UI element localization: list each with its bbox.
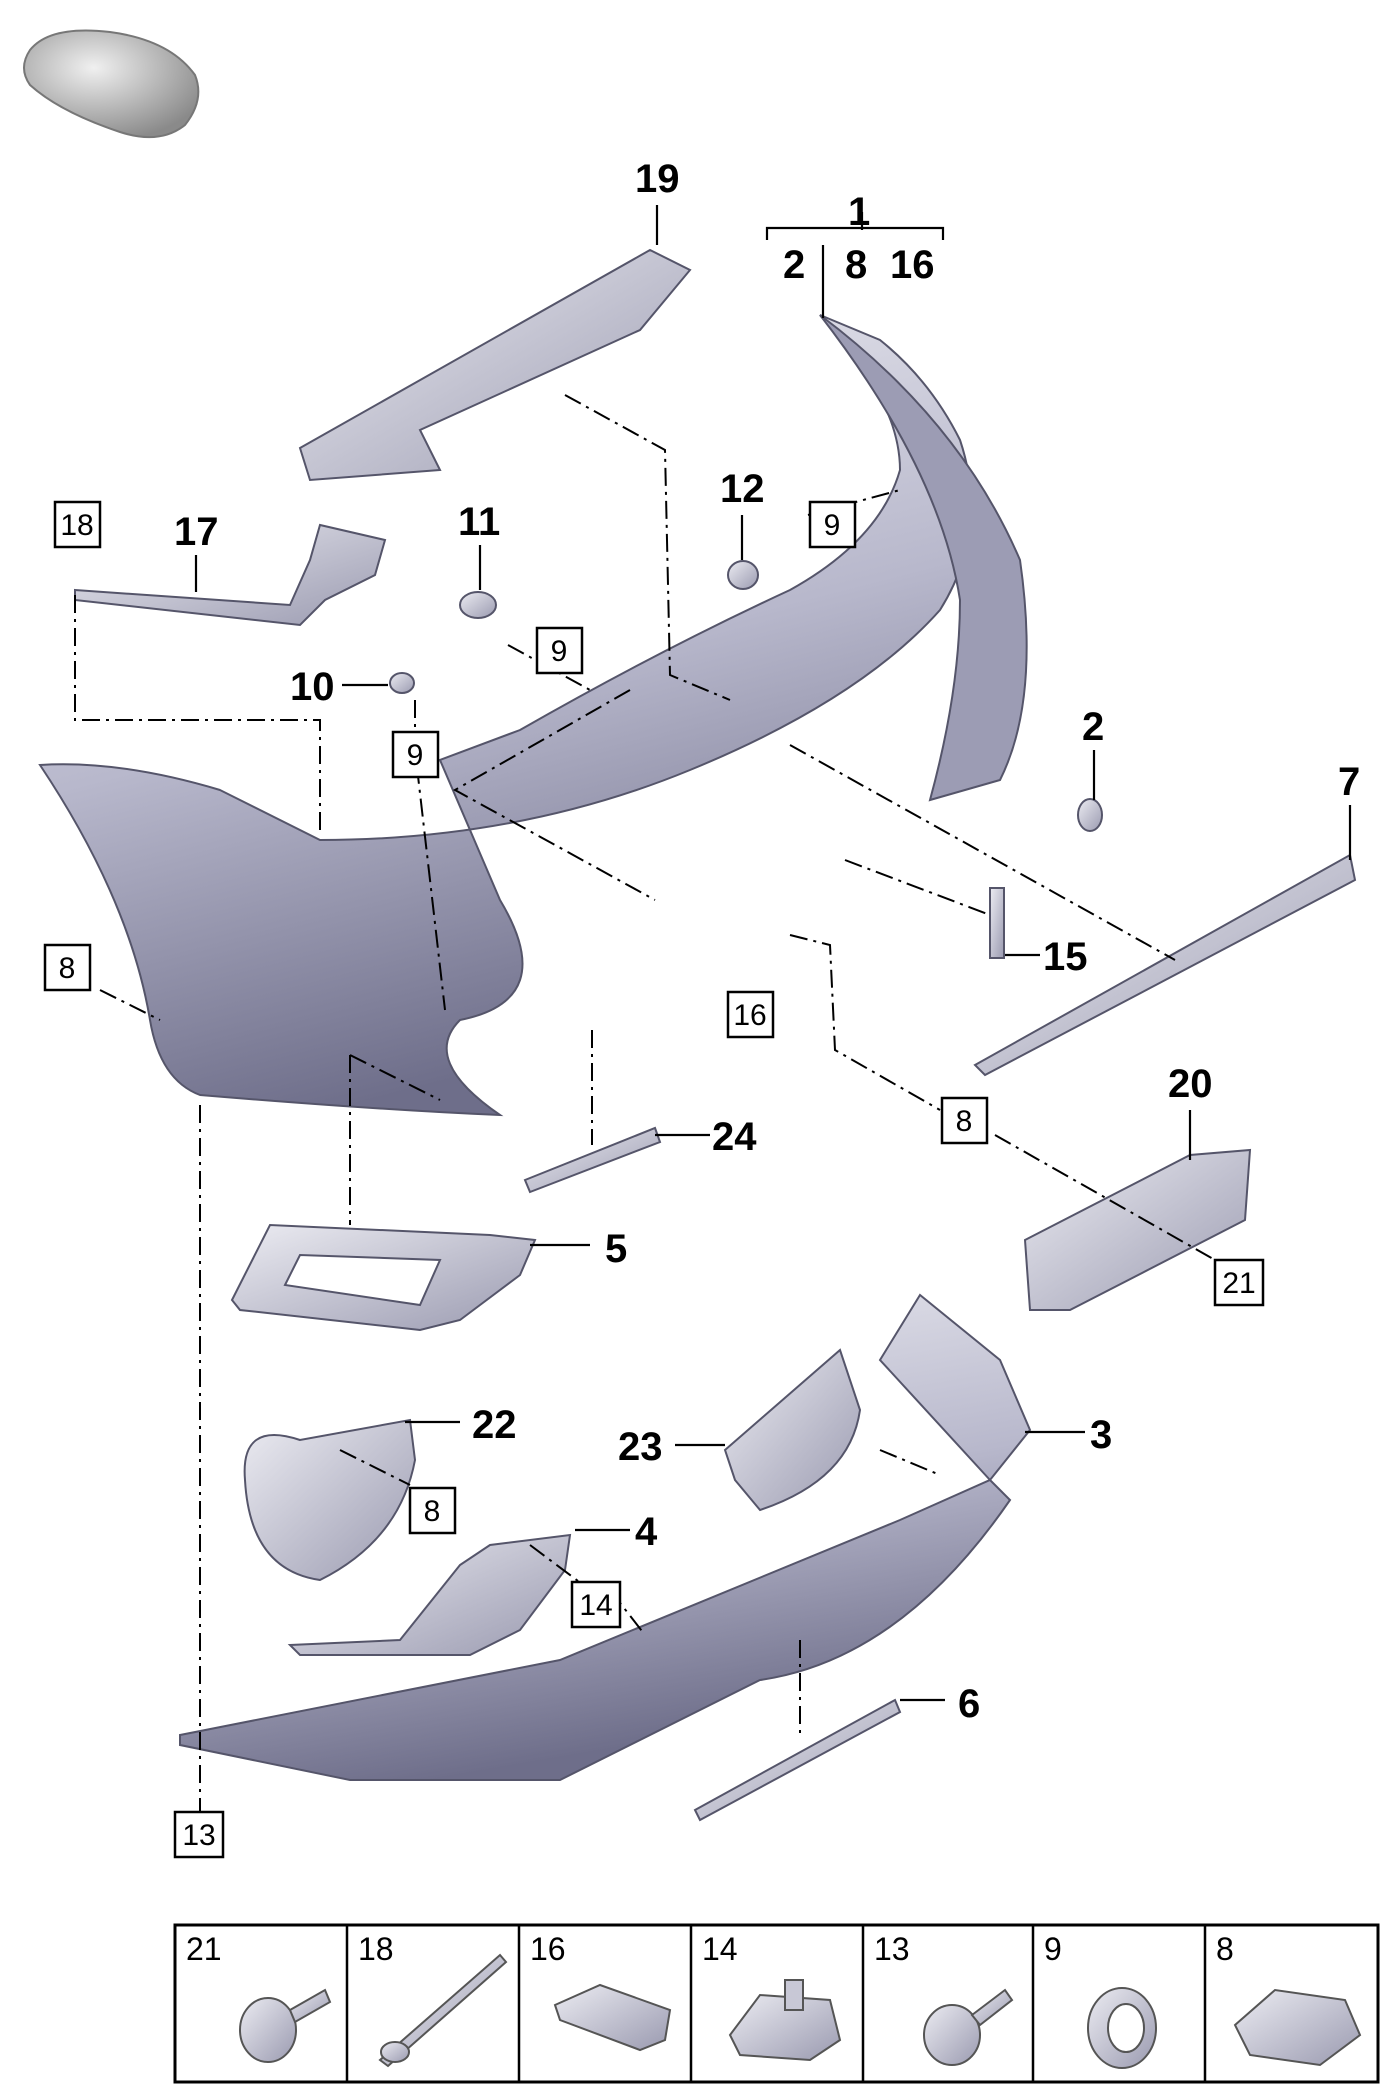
legend-label: 21: [186, 1931, 222, 1967]
legend-label: 18: [358, 1931, 394, 1967]
car-thumbnail-icon: [23, 29, 200, 139]
boxed-ref-8: 8: [408, 1486, 457, 1535]
screw-icon: [923, 1988, 1014, 2066]
part-17-shape: [74, 523, 387, 627]
spring-nut-icon: [728, 1979, 842, 2062]
callout-17: 17: [174, 510, 219, 554]
bracket-clip-icon: [553, 1983, 672, 2052]
svg-text:9: 9: [551, 635, 568, 668]
leader-lines: [194, 205, 1352, 1702]
rivet-icon: [378, 1953, 508, 2068]
svg-text:8: 8: [956, 1105, 973, 1138]
part-19-shape: [298, 248, 692, 482]
part-6-shape: [693, 1698, 902, 1822]
callout-11: 11: [458, 500, 500, 544]
callout-19: 19: [635, 157, 680, 201]
ring-holder-icon: [1087, 1987, 1157, 2069]
svg-text:14: 14: [579, 1589, 612, 1622]
legend-cell-14: 14: [702, 1931, 842, 2062]
callout-20: 20: [1168, 1062, 1213, 1106]
part-4-shape: [287, 1533, 572, 1656]
svg-text:8: 8: [424, 1495, 441, 1528]
legend-cell-18: 18: [358, 1931, 508, 2068]
callout-24: 24: [712, 1115, 757, 1159]
boxed-ref-18: 18: [53, 500, 102, 549]
svg-text:16: 16: [733, 999, 766, 1032]
part-7-shape: [973, 853, 1357, 1077]
legend-cell-9: 9: [1044, 1931, 1157, 2069]
callout-1: 1: [848, 190, 870, 234]
svg-text:9: 9: [824, 509, 841, 542]
callout-15: 15: [1043, 935, 1088, 979]
boxed-ref-8: 8: [43, 943, 92, 992]
part-24-shape: [523, 1126, 662, 1194]
svg-text:21: 21: [1222, 1267, 1255, 1300]
callout-12: 12: [720, 467, 765, 511]
callout-23: 23: [618, 1425, 663, 1469]
part-22-shape: [243, 1418, 417, 1582]
legend-cell-16: 16: [530, 1931, 672, 2052]
legend-label: 16: [530, 1931, 566, 1967]
callout-2: 2: [1082, 705, 1104, 749]
callout-3: 3: [1090, 1413, 1112, 1457]
part-1-shape: [38, 314, 973, 1117]
fastener-legend: 21 18 16 14 13: [173, 1923, 1380, 2084]
callout-2-group: 2: [783, 243, 805, 287]
callout-7: 7: [1338, 760, 1360, 804]
svg-text:18: 18: [60, 509, 93, 542]
legend-label: 9: [1044, 1931, 1062, 1967]
callout-8-group: 8: [845, 243, 867, 287]
svg-text:9: 9: [407, 739, 424, 772]
legend-cell-21: 21: [186, 1931, 332, 2063]
legend-label: 14: [702, 1931, 738, 1967]
clip-nut-icon: [1233, 1988, 1362, 2067]
boxed-ref-14: 14: [570, 1580, 622, 1629]
legend-label: 8: [1216, 1931, 1234, 1967]
part-5-shape: [230, 1223, 537, 1332]
boxed-ref-9: 9: [808, 500, 857, 549]
part-3-shape: [179, 1293, 1032, 1781]
part-10-shape: [389, 672, 415, 694]
callout-6: 6: [958, 1682, 980, 1726]
svg-text:8: 8: [59, 952, 76, 985]
boxed-ref-13: 13: [173, 1810, 225, 1859]
callout-10: 10: [290, 665, 335, 709]
boxed-ref-8: 8: [940, 1096, 989, 1145]
callout-16-group: 16: [890, 243, 935, 287]
legend-label: 13: [874, 1931, 910, 1967]
part-15-shape: [989, 887, 1005, 959]
legend-cell-13: 13: [874, 1931, 1014, 2066]
callout-22: 22: [472, 1403, 517, 1447]
clip-fastener-icon: [239, 1988, 332, 2063]
boxed-ref-9: 9: [535, 626, 584, 675]
part-12-shape: [727, 560, 759, 590]
callout-4: 4: [635, 1510, 658, 1554]
part-11-shape: [459, 591, 497, 619]
callout-5: 5: [605, 1227, 627, 1271]
svg-text:13: 13: [182, 1819, 215, 1852]
legend-cell-8: 8: [1216, 1931, 1362, 2067]
part-2-shape: [1077, 798, 1103, 832]
boxed-ref-21: 21: [1213, 1258, 1265, 1307]
boxed-ref-9: 9: [391, 730, 440, 779]
part-1-rightside-shape: [819, 314, 1028, 802]
part-23-shape: [723, 1348, 862, 1512]
boxed-ref-16: 16: [726, 990, 775, 1039]
